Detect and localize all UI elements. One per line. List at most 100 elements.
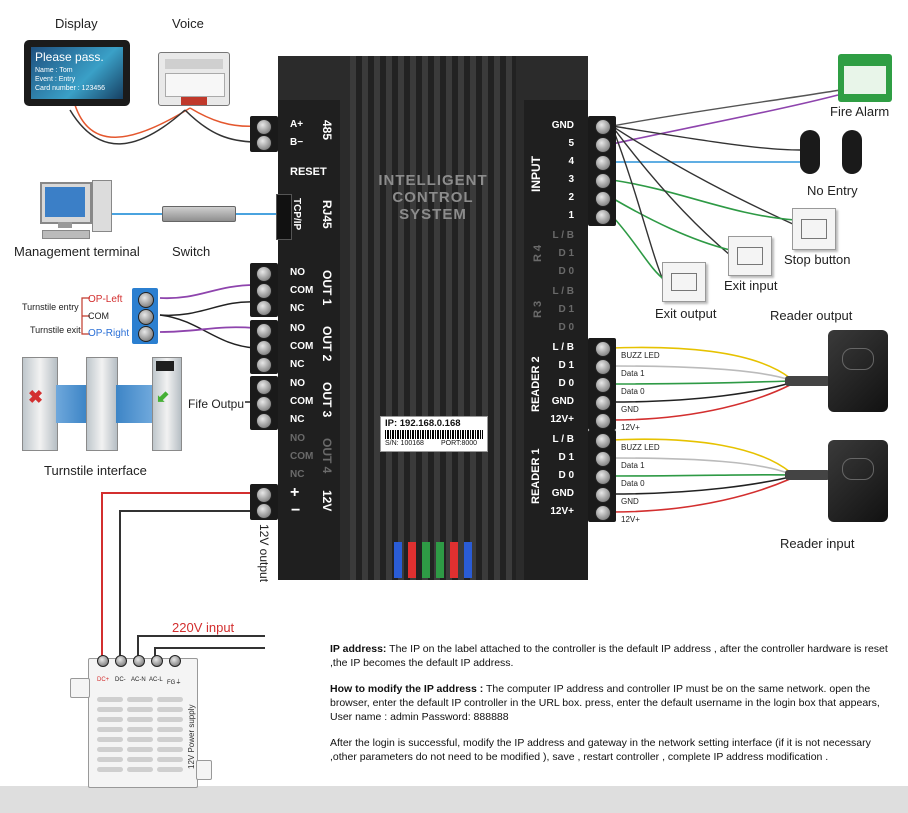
power-input-label: 220V input [172, 620, 235, 635]
display-screen-line-3: Card number : 123456 [35, 85, 106, 92]
out2-no: NO [290, 323, 305, 334]
r4-d1: D 1 [558, 248, 574, 259]
power-plus: + [290, 484, 300, 501]
r-out-wire-d1: Data 1 [621, 369, 645, 378]
terminal-12v [250, 484, 278, 520]
voice-module [158, 52, 230, 106]
led-3 [422, 542, 430, 578]
out4-label: OUT 4 [320, 438, 334, 474]
r-out-wire-gnd: GND [621, 405, 639, 414]
turnstile-bracket [81, 297, 90, 335]
r3-d1: D 1 [558, 304, 574, 315]
display-label: Display [55, 16, 98, 31]
no-entry-sensor-left [800, 130, 820, 174]
display-screen-line-2: Event : Entry [35, 76, 76, 83]
switch-label: Switch [172, 244, 211, 259]
reader2-lb: L / B [552, 342, 574, 353]
stop-button-device [792, 208, 836, 250]
display-device: Please pass. Name : Tom Event : Entry Ca… [24, 40, 130, 106]
input-5: 5 [568, 138, 574, 149]
out4-nc: NC [290, 469, 305, 480]
reader-input-label: Reader input [780, 536, 855, 551]
display-screen-big: Please pass. [35, 50, 104, 64]
terminal-out2 [250, 320, 278, 374]
port-label: PORT:8000 [441, 440, 478, 447]
monitor-icon [40, 182, 92, 224]
led-4 [436, 542, 444, 578]
reader1-d1: D 1 [558, 452, 574, 463]
terminal-out3 [250, 376, 278, 430]
info-text: IP address: The IP on the label attached… [330, 642, 895, 776]
psu-terminal-fg: FG⏚ [167, 680, 182, 686]
reader2-gnd: GND [551, 396, 574, 407]
input-4: 4 [568, 156, 574, 167]
reader2-title: READER 2 [530, 356, 542, 412]
ip-label-sticker: IP: 192.168.0.168 S/N: 100168 PORT:8000 [380, 416, 488, 452]
turnstile-illustration: ✖ ⬋ [14, 355, 184, 455]
terminal-out1 [250, 263, 278, 317]
reader2-d1: D 1 [558, 360, 574, 371]
tcpip-label: TCP/IP [291, 198, 302, 231]
info-modify-title: How to modify the IP address : [330, 683, 484, 695]
no-entry-label: No Entry [807, 183, 858, 198]
rj45-label: RJ45 [320, 200, 334, 229]
r4-d0: D 0 [558, 266, 574, 277]
exit-output-label: Exit output [655, 306, 717, 321]
controller-name-line-3: SYSTEM [399, 206, 467, 223]
out1-label: OUT 1 [320, 270, 334, 306]
led-2 [408, 542, 416, 578]
psu-terminal-acn: AC-N [131, 677, 146, 683]
r-in-wire-buzz: BUZZ LED [621, 443, 660, 452]
led-strip [392, 542, 482, 578]
out4-no: NO [290, 433, 305, 444]
out2-com: COM [290, 341, 314, 352]
psu-terminal-acl: AC-L [149, 677, 163, 683]
fire-output-label: Fife Outpu [188, 397, 245, 411]
reader2-12v: 12V+ [550, 414, 574, 425]
sn-label: S/N: 100168 [385, 440, 424, 447]
out1-nc: NC [290, 303, 305, 314]
out1-no: NO [290, 267, 305, 278]
info-ip-title: IP address: [330, 643, 387, 655]
input-2: 2 [568, 192, 574, 203]
reader-output-label: Reader output [770, 308, 853, 323]
pin-485-a: A+ [290, 119, 304, 130]
barcode-icon [385, 430, 483, 439]
info-ip-paragraph: IP address: The IP on the label attached… [330, 642, 895, 670]
info-after-paragraph: After the login is successful, modify th… [330, 737, 871, 763]
r-out-wire-d0: Data 0 [621, 387, 645, 396]
turnstile-op-right: OP-Right [88, 328, 130, 339]
turnstile-op-left: OP-Left [88, 294, 123, 305]
exit-input-label: Exit input [724, 278, 778, 293]
out2-nc: NC [290, 359, 305, 370]
ip-label: IP: 192.168.0.168 [385, 418, 461, 429]
r-in-wire-d0: Data 0 [621, 479, 645, 488]
reader-input-device [828, 440, 888, 522]
footer-strip [0, 786, 908, 813]
controller-right-panel [524, 100, 588, 580]
controller-name: INTELLIGENT CONTROL SYSTEM [350, 172, 516, 223]
info-ip-text: The IP on the label attached to the cont… [330, 643, 888, 669]
led-6 [464, 542, 472, 578]
r-in-wire-12v: 12V+ [621, 515, 640, 524]
fire-alarm-device [838, 54, 892, 102]
power-label: 12V [320, 490, 334, 512]
input-title: INPUT [529, 156, 543, 192]
deny-cross-icon: ✖ [28, 387, 44, 407]
turnstile-entry-label: Turnstile entry [22, 302, 79, 312]
display-screen-line-1: Name : Tom [35, 67, 73, 74]
r3-d0: D 0 [558, 322, 574, 333]
controller-left-panel [278, 100, 340, 580]
power-supply-device: DC+ DC- AC-N AC-L FG⏚ 12V Power supply [88, 655, 198, 788]
r-in-wire-d1: Data 1 [621, 461, 645, 470]
label-485: 485 [320, 120, 334, 141]
turnstile-exit-label: Turnstile exit [30, 325, 81, 335]
terminal-reader1 [588, 430, 616, 522]
terminal-reader2 [588, 338, 616, 430]
reader-output-device [828, 330, 888, 412]
r-out-wire-buzz: BUZZ LED [621, 351, 660, 360]
voice-label: Voice [172, 16, 204, 31]
r4-lb: L / B [552, 230, 574, 241]
management-terminal-device [40, 180, 120, 240]
